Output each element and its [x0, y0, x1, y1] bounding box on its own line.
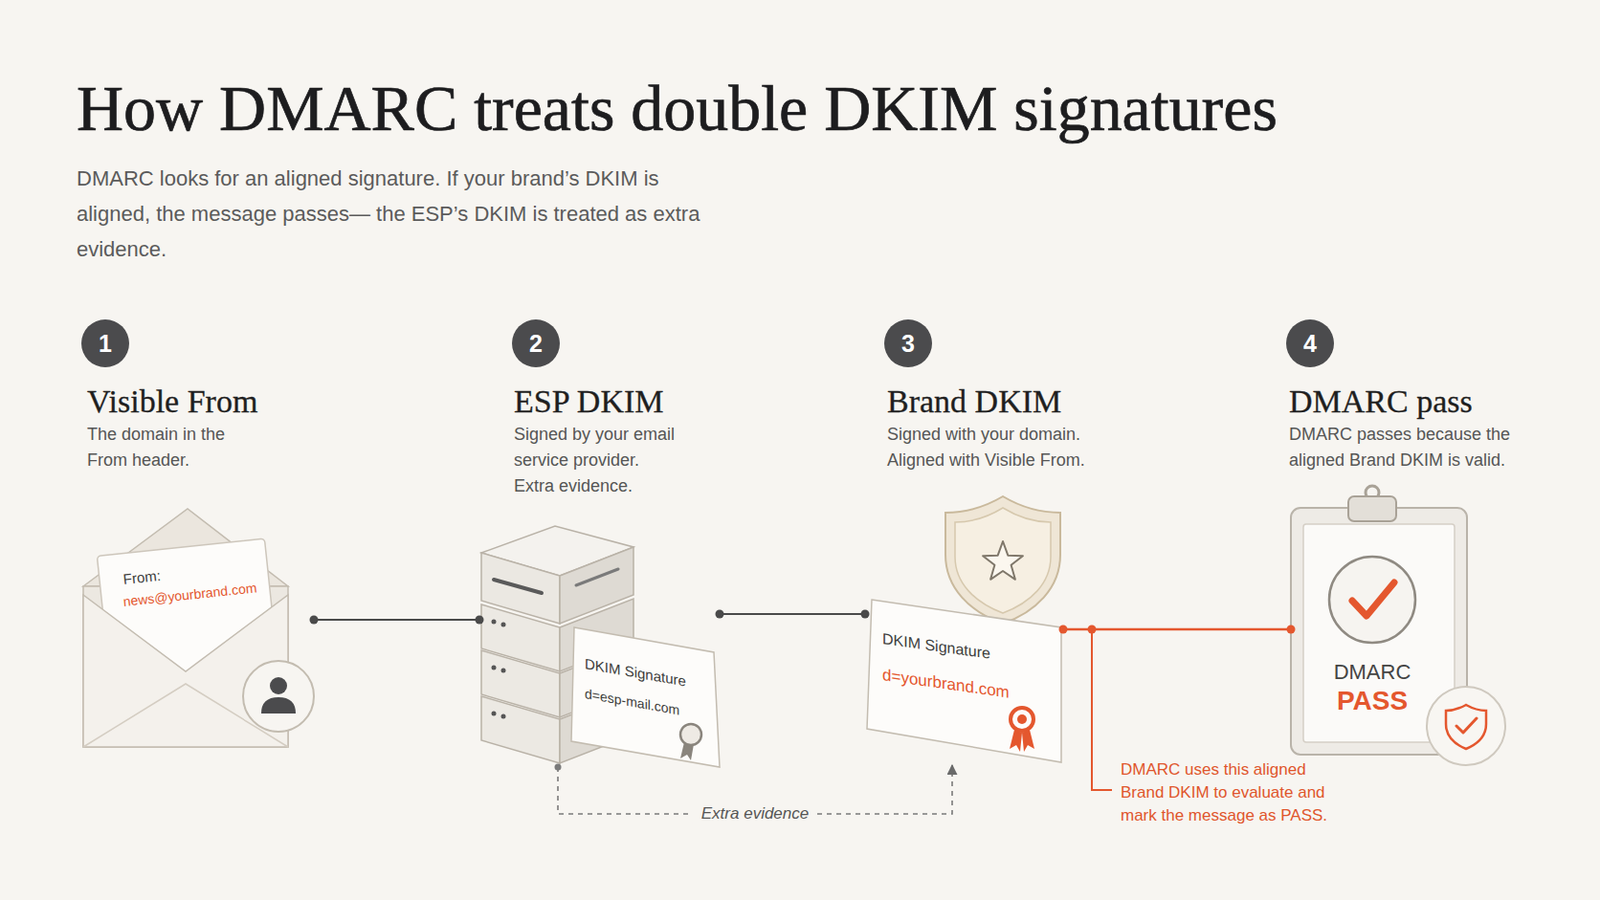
person-body: [261, 697, 296, 714]
shield-inner: [955, 508, 1051, 614]
server-unit: [481, 696, 560, 764]
connector: [313, 619, 480, 622]
signature-card-shape: [571, 627, 720, 768]
server-led: [491, 711, 497, 717]
server-led: [501, 714, 507, 720]
grey-seal: [680, 724, 702, 746]
server-led: [491, 666, 497, 671]
brand-signature-card: DKIM Signatured=yourbrand.com: [865, 494, 1064, 766]
step-description: The domain in the From header.: [87, 422, 252, 474]
step-number-text: 4: [1303, 332, 1317, 356]
node-text: DKIM Signature: [882, 631, 991, 663]
check-circle: [1329, 556, 1416, 644]
envelope-card: From:news@yourbrand.com: [83, 507, 314, 748]
node-text: DMARC: [1290, 662, 1454, 684]
dmarc-clipboard: DMARC PASS: [1290, 488, 1509, 766]
seal-ribbon: [1009, 730, 1023, 753]
badge-check: [1456, 718, 1477, 734]
step-description: DMARC passes because the aligned Brand D…: [1288, 422, 1519, 474]
step-description: Signed with your domain. Aligned with Vi…: [887, 422, 1093, 474]
step-number: 2: [511, 319, 560, 368]
server-led: [491, 620, 497, 625]
shield: [945, 496, 1061, 624]
connector-dot: [555, 764, 562, 772]
badge-shield: [1445, 705, 1487, 750]
connector-dot: [1287, 625, 1296, 635]
step-number: 4: [1286, 319, 1334, 368]
step-number-text: 3: [901, 332, 915, 356]
connector-dot: [1059, 625, 1068, 635]
server-led: [501, 668, 507, 674]
orange-seal-core: [1017, 714, 1027, 725]
person-head: [269, 677, 288, 695]
server-slot: [576, 569, 619, 586]
check-mark: [1352, 582, 1395, 617]
step-number: 3: [884, 319, 933, 368]
node-text: d=esp-mail.com: [584, 687, 680, 717]
step-heading: Visible From: [87, 385, 258, 419]
step-heading: Brand DKIM: [887, 385, 1062, 419]
orange-seal: [1010, 708, 1034, 732]
subtitle-text: DMARC looks for an aligned signature. If…: [76, 160, 709, 267]
step-heading: DMARC pass: [1288, 385, 1473, 419]
leader-line: [1091, 629, 1112, 791]
clipboard-clip: [1348, 496, 1397, 522]
person-badge: [243, 661, 314, 733]
badge-circle: [1426, 687, 1506, 766]
connector-dot: [715, 610, 725, 620]
node-text: d=yourbrand.com: [882, 666, 1010, 702]
seal-ribbon: [1022, 730, 1035, 753]
star: [982, 541, 1023, 580]
esp-signature-card: DKIM Signatured=esp-mail.com: [479, 523, 720, 768]
server-led: [501, 622, 507, 628]
step-number-text: 1: [98, 332, 112, 356]
step-number-text: 2: [529, 332, 543, 356]
node-text: PASS: [1290, 688, 1454, 715]
callout-note: DMARC uses this aligned Brand DKIM to ev…: [1120, 758, 1354, 828]
connector-dot: [310, 616, 319, 625]
node-text: From:: [122, 568, 162, 587]
node-text: DKIM Signature: [584, 656, 687, 689]
diagram-title: How DMARC treats double DKIM signatures: [76, 76, 1278, 142]
signature-card-shape: [866, 600, 1062, 763]
node-text: news@yourbrand.com: [122, 580, 258, 609]
connector-dot: [861, 610, 870, 620]
step-number: 1: [81, 319, 130, 368]
connector-dot: [475, 616, 485, 625]
connector: [719, 613, 866, 616]
connector: [1063, 628, 1291, 632]
step-description: Signed by your email service provider. E…: [513, 422, 679, 500]
step-heading: ESP DKIM: [513, 385, 665, 419]
connector-label: Extra evidence: [692, 804, 818, 824]
server-slot: [493, 579, 542, 594]
